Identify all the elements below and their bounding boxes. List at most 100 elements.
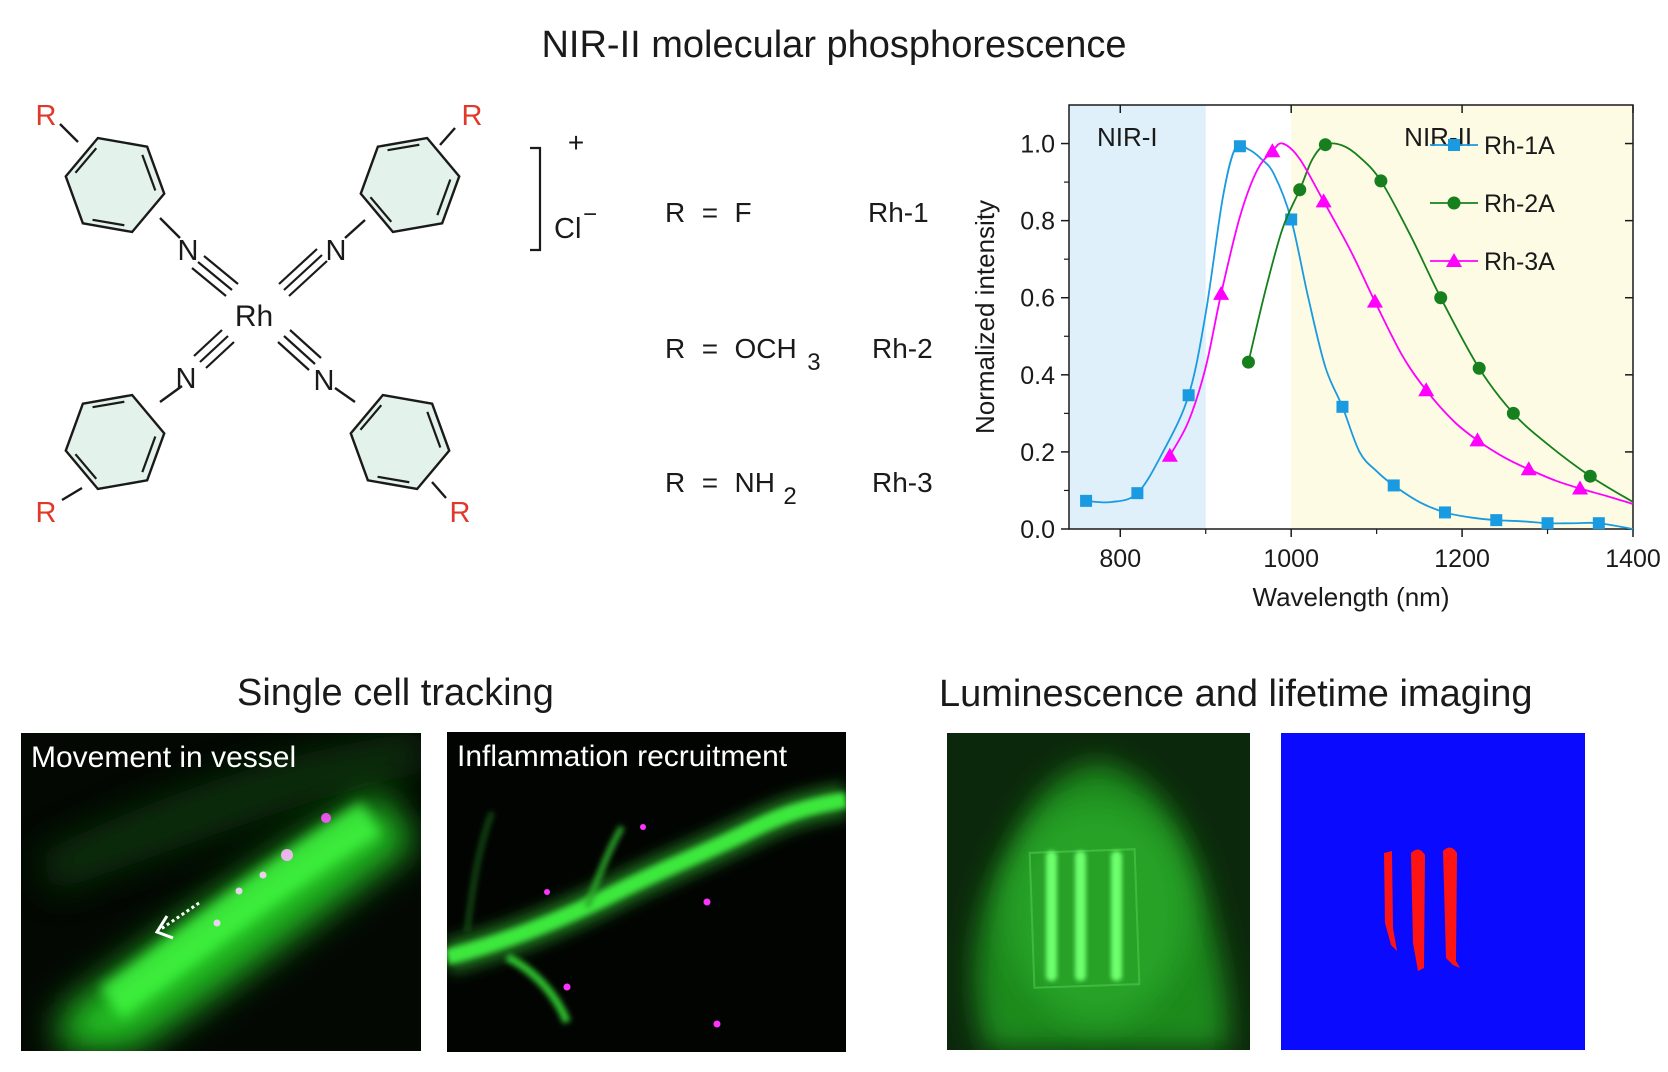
tracked-cell	[235, 887, 243, 895]
luminescent-strip	[1046, 851, 1057, 981]
compound-label-1: Rh-1	[868, 197, 929, 228]
compound-label-3: Rh-3	[872, 467, 933, 498]
tracked-cell	[213, 919, 221, 927]
panel-label: Inflammation recruitment	[457, 740, 788, 773]
region-label: NIR-II	[1404, 122, 1472, 152]
series-rh-2a	[1241, 138, 1634, 503]
data-point	[1374, 174, 1388, 188]
data-point	[1583, 469, 1597, 483]
tracking-section-title: Single cell tracking	[237, 672, 554, 714]
data-point	[1131, 487, 1144, 500]
substituent-row-2: R = OCH 3	[665, 333, 821, 376]
recruited-cell	[713, 1020, 721, 1028]
luminescent-strip	[1075, 851, 1086, 981]
data-point	[1572, 480, 1589, 495]
x-tick-label: 1000	[1263, 545, 1319, 573]
y-axis-label: Normalized intensity	[970, 200, 1000, 434]
data-point	[1213, 285, 1230, 300]
r-group-top-right: R	[462, 100, 483, 132]
nitrogen-top-left: N	[178, 235, 199, 267]
r-group-bottom-left: R	[36, 497, 57, 529]
data-point	[1161, 447, 1178, 462]
legend-label: Rh-3A	[1484, 248, 1555, 276]
legend-label: Rh-1A	[1484, 132, 1555, 160]
data-point	[1439, 506, 1451, 519]
data-point	[1490, 514, 1503, 527]
equals-sign: =	[701, 197, 719, 228]
counterion-charge: −	[583, 201, 597, 228]
x-tick-label: 800	[1099, 545, 1141, 573]
data-point	[1472, 361, 1486, 375]
data-point	[1293, 183, 1307, 197]
y-tick-label: 0.2	[1020, 439, 1055, 467]
subscript: 3	[807, 349, 821, 376]
benzene-ring-bottom-left	[56, 379, 174, 505]
y-tick-label: 1.0	[1020, 131, 1055, 159]
x-tick-label: 1200	[1434, 545, 1490, 573]
data-point	[1336, 400, 1349, 413]
recruited-cell	[563, 983, 571, 991]
substituent-row-1: R = F	[665, 197, 752, 229]
lifetime-image	[1281, 733, 1585, 1050]
luminescent-strip	[1111, 851, 1122, 981]
benzene-ring-top-left	[56, 122, 174, 248]
y-tick-label: 0.8	[1020, 208, 1055, 236]
y-tick-label: 0.4	[1020, 362, 1055, 390]
benzene-ring-top-right	[351, 122, 469, 248]
substituent-group: F	[734, 197, 752, 228]
legend-label: Rh-2A	[1484, 190, 1555, 218]
recruited-cell	[640, 824, 646, 830]
nitrogen-bottom-right: N	[314, 365, 335, 397]
page-title: NIR-II molecular phosphorescence	[541, 24, 1127, 66]
r-label: R	[665, 467, 686, 498]
data-point	[1233, 140, 1246, 153]
legend-marker	[1446, 253, 1462, 267]
y-tick-label: 0.0	[1020, 516, 1055, 544]
data-point	[1315, 193, 1332, 208]
data-point	[1080, 494, 1093, 507]
lifetime-strip	[1411, 849, 1425, 971]
legend-entry: Rh-2A	[1430, 190, 1555, 218]
data-point	[1506, 406, 1520, 420]
lifetime-strip	[1443, 847, 1460, 968]
x-axis-label: Wavelength (nm)	[1253, 582, 1450, 612]
data-point	[1387, 479, 1400, 492]
vessel-movement-image: Movement in vessel	[21, 733, 421, 1051]
movement-arrow	[160, 901, 200, 931]
series-rh-1a	[1080, 140, 1634, 530]
data-point	[1366, 293, 1383, 308]
equals-sign: =	[701, 467, 719, 498]
tracked-cell	[259, 871, 267, 879]
compound-label-2: Rh-2	[872, 333, 933, 364]
data-point	[1418, 382, 1435, 397]
region-label: NIR-I	[1097, 122, 1158, 152]
spectral-region-nir-i	[1069, 105, 1206, 529]
recruited-cell	[703, 898, 711, 906]
series-line	[1247, 142, 1634, 503]
data-point	[1541, 517, 1554, 530]
equals-sign: =	[701, 333, 719, 364]
y-tick-label: 0.6	[1020, 285, 1055, 313]
subscript: 2	[783, 483, 797, 510]
spectral-region-nir-ii	[1291, 105, 1633, 529]
complex-charge: +	[568, 127, 584, 158]
data-point	[1434, 291, 1448, 305]
data-point	[1469, 432, 1486, 447]
substituent-group: NH	[734, 467, 775, 498]
counterion: Cl	[554, 213, 581, 245]
data-point	[1182, 389, 1195, 402]
data-point	[1520, 461, 1537, 476]
data-point	[1318, 138, 1332, 152]
series-line	[1086, 143, 1634, 530]
nitrogen-top-right: N	[326, 235, 347, 267]
plot-frame	[1068, 104, 1634, 530]
substituent-group: OCH	[734, 333, 797, 364]
benzene-ring-bottom-right	[341, 379, 459, 505]
x-tick-label: 1400	[1605, 545, 1661, 573]
emission-spectrum-chart: NIR-I NIR-II 0.0 0.2 0.4 0.6 0.8 1.0 800 1000 1200…	[970, 104, 1661, 612]
inflammation-recruitment-image: Inflammation recruitment	[447, 732, 846, 1052]
substituent-row-3: R = NH 2	[665, 467, 797, 510]
r-label: R	[665, 197, 686, 228]
panel-label: Movement in vessel	[31, 741, 297, 774]
recruited-cell	[544, 889, 550, 895]
